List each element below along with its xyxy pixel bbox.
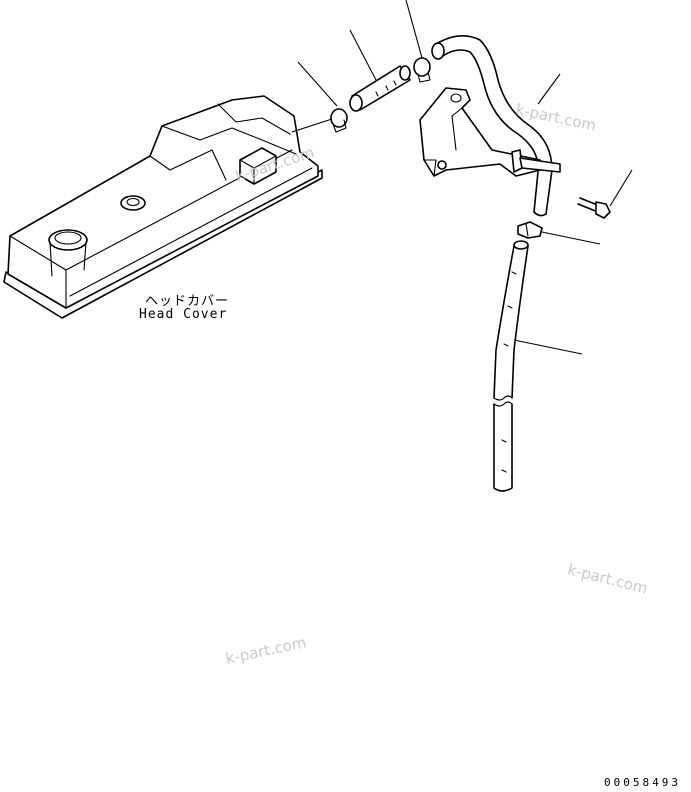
- head-cover-label-jp: ヘッドカバー: [145, 294, 230, 309]
- leader-clamp-left: [297, 61, 338, 107]
- hose-clamp-lower: [517, 221, 601, 245]
- long-hose: [493, 240, 583, 492]
- leader-short-hose: [349, 29, 377, 81]
- head-cover-label-en: Head Cover: [139, 307, 228, 322]
- bolt: [577, 169, 633, 219]
- breather-pipe: [431, 35, 553, 217]
- hose-clamp-top: [413, 57, 431, 83]
- head-cover: [3, 95, 323, 319]
- leader-pipe: [537, 73, 561, 105]
- leader-clamp-top: [405, 0, 423, 59]
- drawing-code: 00058493: [604, 776, 681, 789]
- bracket: [419, 87, 561, 177]
- hose-clamp-left: [291, 108, 348, 133]
- short-hose: [349, 65, 411, 112]
